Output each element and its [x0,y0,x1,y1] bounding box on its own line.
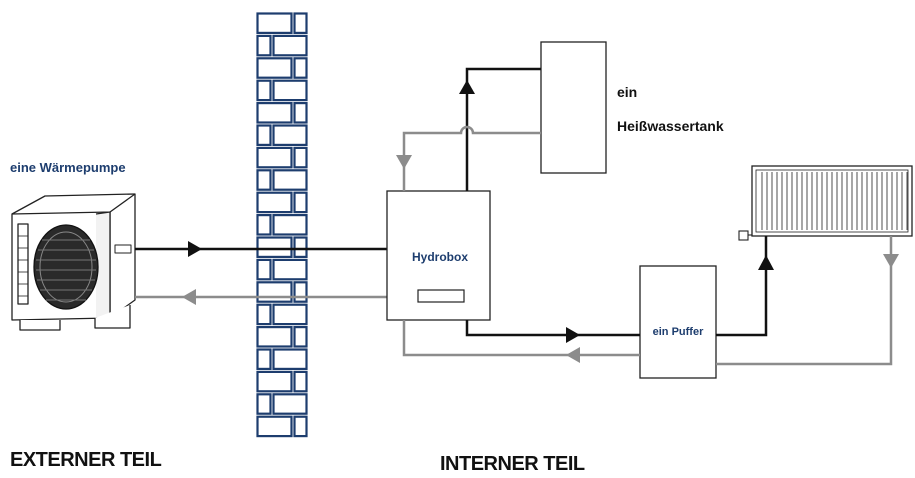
brick [256,214,272,236]
brick [256,191,293,214]
pipe-return-tank-hydrobox [396,125,541,191]
brick [293,370,308,393]
hot-water-tank [540,41,607,174]
brick [272,348,308,370]
brick [256,393,272,415]
pipe-supply-hydrobox-buffer [465,320,640,343]
brick-wall [256,12,308,438]
brick [272,124,308,146]
brick [293,101,308,124]
heat-pump-unit [11,193,136,331]
brick [256,146,293,169]
brick [256,12,293,34]
buffer-tank [639,265,717,379]
brick [256,348,272,370]
pipe-supply-hydrobox-tank [459,67,541,191]
brick [256,124,272,146]
brick [272,393,308,415]
brick [293,281,308,303]
buffer-label: ein Puffer [652,326,704,338]
brick [293,415,308,438]
brick [256,370,293,393]
brick [293,12,308,34]
pipe-supply-heatpump-hydrobox [135,241,387,257]
hydrobox-unit [386,190,491,321]
pipe-return-buffer-hydrobox [402,320,640,363]
external-part-label: EXTERNER TEIL [10,449,162,471]
brick [293,191,308,214]
hot-water-tank-label-line2: Heißwassertank [617,118,724,134]
brick [256,169,272,191]
brick [272,169,308,191]
internal-part-label: INTERNER TEIL [440,453,585,475]
brick [272,34,308,57]
brick [293,146,308,169]
hot-water-tank-label-line1: ein [617,84,638,100]
pipe-supply-buffer-radiator [716,236,774,337]
brick [272,214,308,236]
hydrobox-display [417,289,465,303]
brick [256,326,293,348]
brick [256,258,272,281]
radiator [738,165,913,241]
brick [272,258,308,281]
radiator-valve [738,230,749,241]
brick [293,57,308,79]
brick [272,79,308,102]
brick [256,57,293,79]
pipe-return-hydrobox-heatpump [135,289,387,305]
brick [293,326,308,348]
brick [256,303,272,326]
pipe-return-radiator-buffer [716,236,899,366]
hydrobox-label: Hydrobox [411,250,468,264]
brick [256,101,293,124]
brick [293,236,308,258]
heat-pump-label: eine Wärmepumpe [10,160,126,175]
brick [256,79,272,102]
brick [272,303,308,326]
brick [256,281,293,303]
brick [256,34,272,57]
brick [256,236,293,258]
brick [256,415,293,438]
